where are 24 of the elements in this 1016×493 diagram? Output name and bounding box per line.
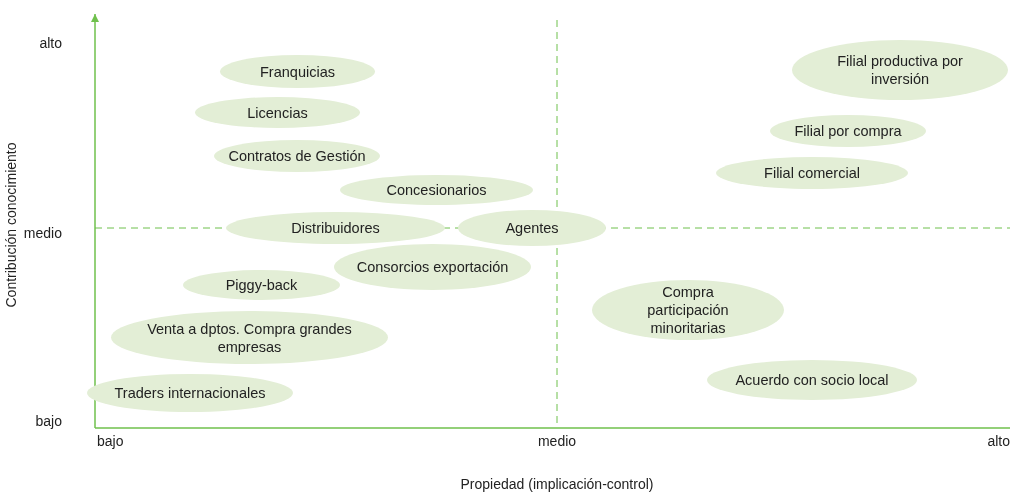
axis-tick-label: medio (537, 433, 577, 450)
ellipse-label: Compra participación minoritarias (646, 283, 730, 337)
axis-tick-label: alto (39, 35, 62, 52)
ellipse-label: Acuerdo con socio local (735, 371, 889, 389)
ellipse-label: Licencias (247, 103, 308, 122)
ellipse-label: Concesionarios (386, 181, 487, 199)
ellipse-label: Venta a dptos. Compra grandes empresas (146, 319, 353, 356)
axis-title: Contribución conocimiento (2, 142, 20, 308)
axis-tick-label: alto (987, 433, 1010, 450)
ellipse-label: Filial comercial (764, 164, 860, 182)
ellipse-label: Filial productiva por inversión (836, 52, 964, 88)
ellipse-label: Franquicias (260, 62, 335, 81)
ellipse-label: Piggy-back (225, 276, 298, 294)
ellipse-label: Traders internacionales (114, 384, 266, 402)
ellipse-label: Consorcios exportación (356, 258, 509, 276)
axis-tick-label: bajo (35, 413, 62, 430)
ellipse-label: Distribuidores (291, 219, 380, 237)
axis-title: Propiedad (implicación-control) (460, 476, 654, 493)
axis-tick-label: medio (23, 225, 62, 242)
strategy-ellipse (183, 270, 340, 300)
axis-tick-label: bajo (97, 433, 124, 450)
ellipse-label: Filial por compra (794, 122, 902, 140)
ellipse-label: Contratos de Gestión (228, 147, 366, 165)
ellipse-label: Agentes (505, 219, 559, 237)
